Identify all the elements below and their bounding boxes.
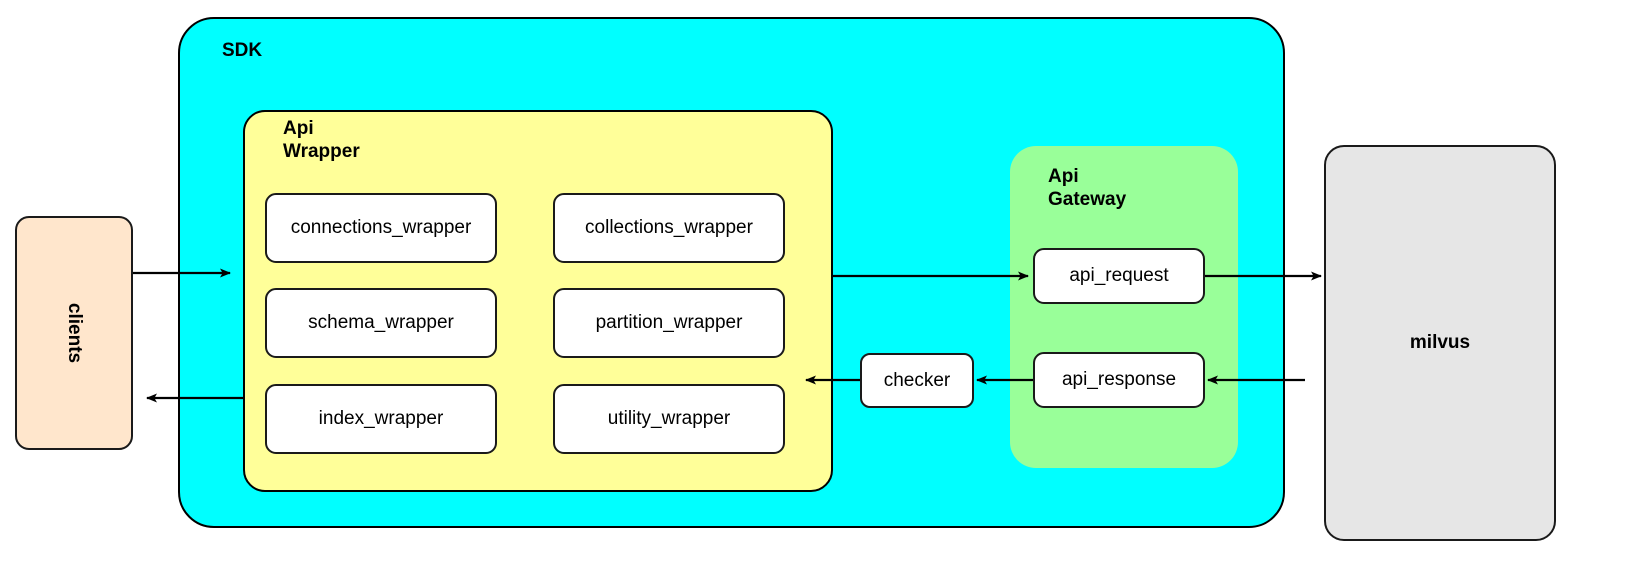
milvus-label: milvus: [1409, 332, 1471, 353]
node-collections-wrapper[interactable]: collections_wrapper: [553, 193, 785, 263]
api-wrapper-label-line1: Api: [283, 118, 314, 139]
node-clients[interactable]: clients: [15, 216, 133, 450]
node-partition-wrapper[interactable]: partition_wrapper: [553, 288, 785, 358]
api-gateway-label: Api Gateway: [1048, 166, 1178, 212]
api-gateway-label-line1: Api: [1048, 166, 1079, 187]
node-checker[interactable]: checker: [860, 353, 974, 408]
node-milvus[interactable]: milvus: [1324, 145, 1556, 541]
api-gateway-container: [1010, 146, 1238, 468]
node-index-wrapper[interactable]: index_wrapper: [265, 384, 497, 454]
sdk-label: SDK: [222, 40, 263, 61]
node-api-request[interactable]: api_request: [1033, 248, 1205, 304]
node-api-response[interactable]: api_response: [1033, 352, 1205, 408]
node-connections-wrapper[interactable]: connections_wrapper: [265, 193, 497, 263]
clients-label: clients: [63, 302, 85, 364]
node-utility-wrapper[interactable]: utility_wrapper: [553, 384, 785, 454]
api-wrapper-label: Api Wrapper: [283, 118, 403, 164]
api-wrapper-label-line2: Wrapper: [283, 140, 360, 162]
node-schema-wrapper[interactable]: schema_wrapper: [265, 288, 497, 358]
api-gateway-label-line2: Gateway: [1048, 188, 1127, 210]
